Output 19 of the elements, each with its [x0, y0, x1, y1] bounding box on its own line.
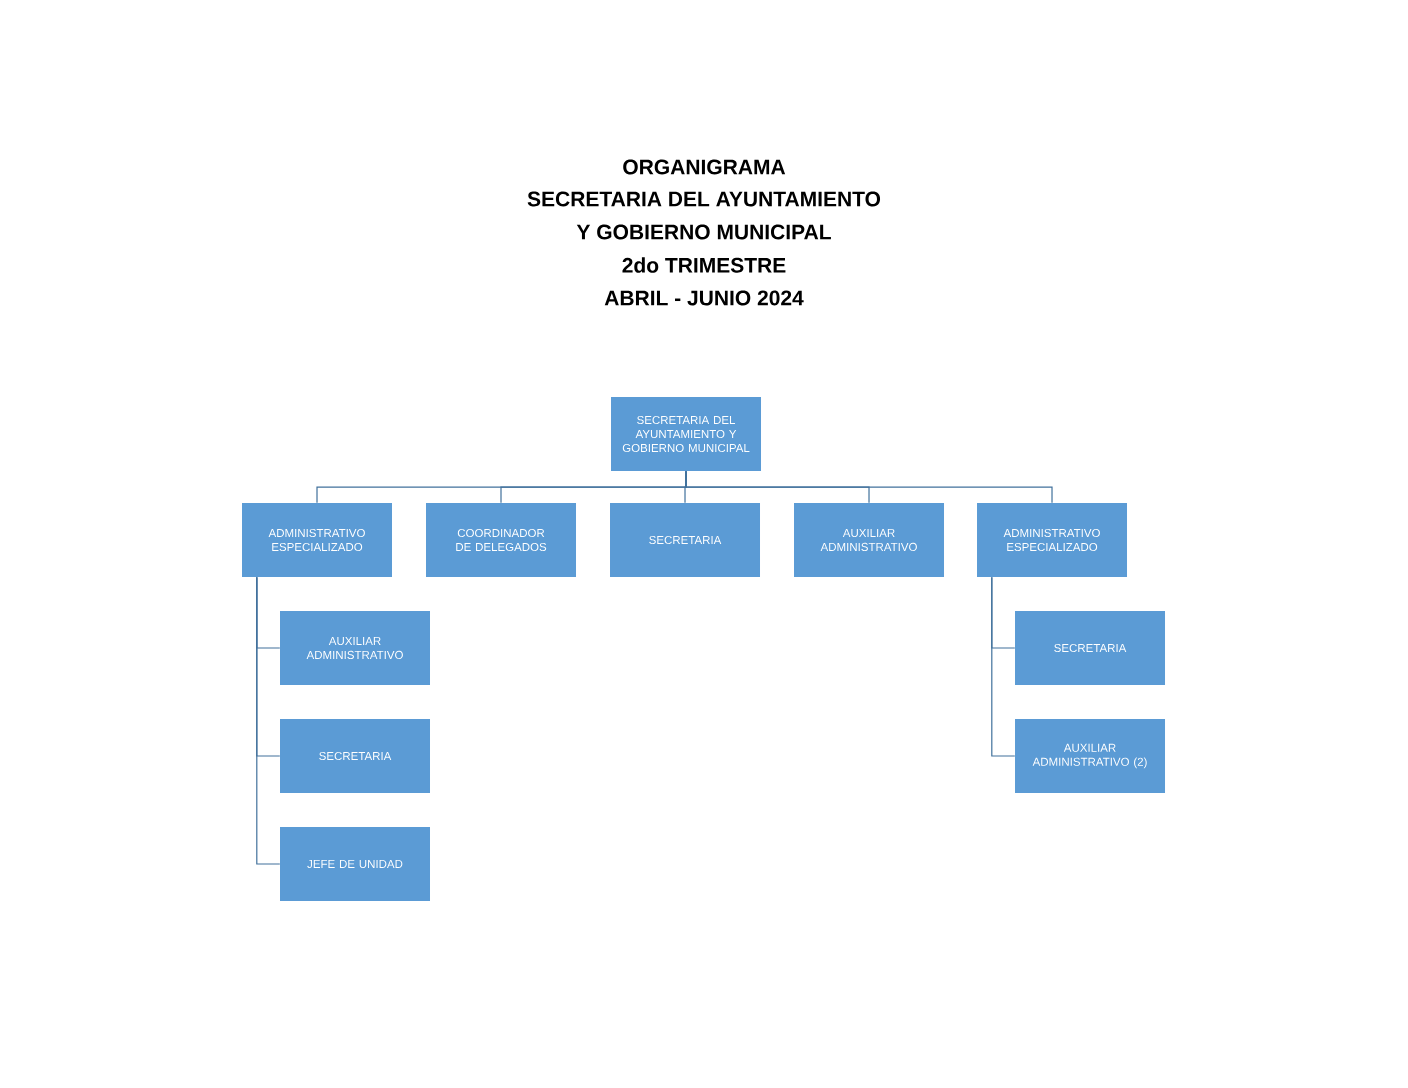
- org-box: SECRETARIA: [610, 503, 760, 577]
- org-box: JEFE DE UNIDAD: [280, 827, 430, 901]
- org-box: SECRETARIA DEL AYUNTAMIENTO Y GOBIERNO MUNICIPAL: [611, 397, 761, 471]
- heading-line: 2do TRIMESTRE: [622, 257, 786, 273]
- connector-line: [991, 576, 1016, 757]
- org-box: ADMINISTRATIVO ESPECIALIZADO: [977, 503, 1127, 577]
- heading-line: Y GOBIERNO MUNICIPAL: [576, 224, 831, 240]
- org-box: SECRETARIA: [280, 719, 430, 793]
- connector-line: [256, 576, 281, 865]
- org-box: AUXILIAR ADMINISTRATIVO (2): [1015, 719, 1165, 793]
- org-box: COORDINADOR DE DELEGADOS: [426, 503, 576, 577]
- org-box: AUXILIAR ADMINISTRATIVO: [794, 503, 944, 577]
- heading-line: ABRIL - JUNIO 2024: [604, 290, 804, 306]
- org-box: AUXILIAR ADMINISTRATIVO: [280, 611, 430, 685]
- connector-line: [685, 470, 1053, 504]
- org-box: ADMINISTRATIVO ESPECIALIZADO: [242, 503, 392, 577]
- org-box: SECRETARIA: [1015, 611, 1165, 685]
- title: ORGANIGRAMA: [623, 159, 786, 175]
- heading-line: SECRETARIA DEL AYUNTAMIENTO: [527, 191, 881, 207]
